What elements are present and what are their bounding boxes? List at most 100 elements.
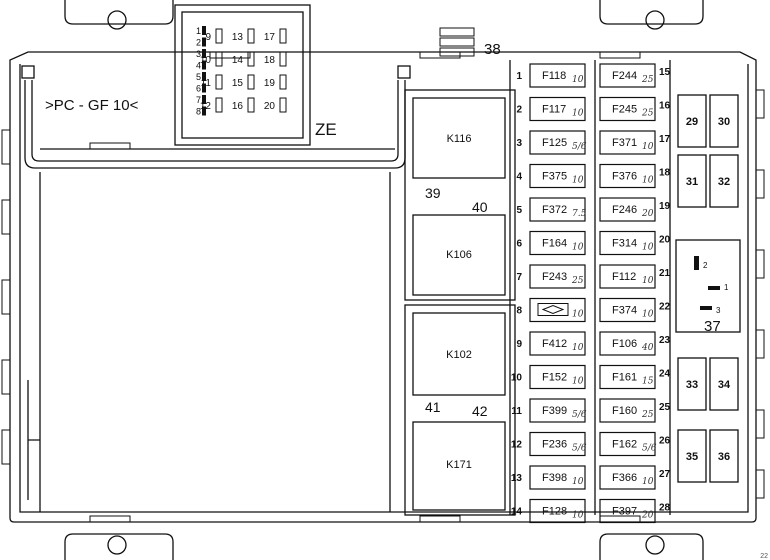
fuse-box-outline <box>9 51 757 523</box>
fuse-rating: 10 <box>572 176 584 186</box>
connector-pin <box>202 95 206 104</box>
item-38-slot <box>439 27 475 37</box>
fuse-id: F160 <box>612 405 637 417</box>
fuse-rating: 25 <box>641 410 654 420</box>
fuse-id: F412 <box>542 338 567 350</box>
relay-k116 <box>412 97 506 179</box>
fuse-id: F164 <box>542 238 567 250</box>
fuse-rating: 25 <box>641 109 654 119</box>
fuse-position: 18 <box>659 168 671 179</box>
fuse-position: 1 <box>516 71 522 82</box>
fuse-slot <box>599 398 656 423</box>
connector-pin <box>215 97 223 113</box>
fuse-position: 20 <box>659 235 671 246</box>
mini-fuse-element <box>541 304 565 315</box>
diode-pin <box>694 256 699 270</box>
connector-pin-label: 18 <box>264 55 276 66</box>
side-relay <box>709 94 739 148</box>
fuse-id: F125 <box>542 137 567 149</box>
fuse-slot <box>529 498 586 524</box>
mount-hole <box>645 10 665 30</box>
diode-pin-label: 2 <box>703 261 708 270</box>
fuse-position: 27 <box>659 469 671 480</box>
bracket <box>24 80 406 169</box>
top-left-mount-tab <box>64 0 174 25</box>
fuse-rating: 25 <box>641 75 654 85</box>
side-relay-label: 30 <box>718 116 730 128</box>
fuse-slot <box>599 197 656 222</box>
fuse-rating: 40 <box>641 343 654 353</box>
fuse-rating: 10 <box>572 243 584 253</box>
fuse-rating: 10 <box>572 343 584 353</box>
fuse-rating: 10 <box>642 477 654 487</box>
fuse-id: F112 <box>612 271 636 283</box>
fuse-id: F399 <box>542 405 567 417</box>
fuse-slot <box>529 63 586 88</box>
connector-pin <box>279 51 287 67</box>
fuse-slot <box>599 331 656 356</box>
fuse-slot <box>529 398 586 423</box>
fuse-id: F106 <box>612 338 637 350</box>
fuse-id: F128 <box>542 506 567 518</box>
fuse-slot <box>599 63 656 88</box>
connector-housing <box>174 4 311 146</box>
connector-pin <box>247 28 255 44</box>
fuse-id: F246 <box>612 204 637 216</box>
diode-pin-label: 1 <box>724 283 729 292</box>
fuse-rating: 10 <box>572 75 584 85</box>
fuse-id: F244 <box>612 70 637 82</box>
connector-pin <box>202 72 206 81</box>
connector-pin <box>202 106 206 116</box>
fuse-id: F118 <box>542 70 566 82</box>
fuse-slot <box>529 130 586 155</box>
fuse-position: 14 <box>511 507 523 518</box>
mount-hole <box>645 535 665 555</box>
left-label: >PC - GF 10< <box>45 97 139 114</box>
diode-pin <box>708 286 720 290</box>
connector-pin-label: 16 <box>232 101 244 112</box>
fuse-rating: 5/6 <box>572 444 587 454</box>
connector-pin <box>202 60 206 70</box>
fuse-id: F376 <box>612 171 637 183</box>
corner-mark: 22 <box>760 553 768 560</box>
connector-pin <box>247 97 255 113</box>
fuse-rating: 10 <box>572 477 584 487</box>
fuse-rating: 10 <box>642 243 654 253</box>
fuse-position: 19 <box>659 201 671 212</box>
fuse-position: 25 <box>659 402 671 413</box>
side-relay-label: 35 <box>686 451 698 463</box>
connector-pin <box>215 51 223 67</box>
diode-number: 37 <box>704 318 721 335</box>
fuse-slot <box>529 465 586 490</box>
fuse-id: F161 <box>612 372 637 384</box>
relay-k102 <box>412 312 506 396</box>
top-right-mount-tab <box>599 0 704 25</box>
fuse-id: F162 <box>612 439 637 451</box>
fuse-slot <box>529 331 586 356</box>
mount-hole <box>107 535 127 555</box>
connector-pin-label: 15 <box>232 78 244 89</box>
fuse-position: 4 <box>516 172 522 183</box>
fuse-slot <box>599 96 656 122</box>
connector-pin-label: 17 <box>264 32 276 43</box>
fuse-slot <box>599 130 656 155</box>
mount-hole <box>107 10 127 30</box>
fuse-position: 26 <box>659 436 671 447</box>
fuse-id: F398 <box>542 472 567 484</box>
relay-k106 <box>412 214 506 296</box>
fuse-id: F371 <box>612 137 637 149</box>
relay-label: K116 <box>447 133 472 145</box>
fuse-slot <box>599 465 656 490</box>
fuse-rating: 10 <box>572 377 584 387</box>
side-relay <box>677 154 707 208</box>
connector-pin-label: 19 <box>264 78 276 89</box>
fuse-slot <box>599 264 656 289</box>
fuse-rating: 10 <box>572 511 584 521</box>
side-relay <box>709 154 739 208</box>
fuse-id: F236 <box>542 439 567 451</box>
connector-pin-label: 7 <box>196 95 201 105</box>
fuse-id: F375 <box>542 171 567 183</box>
fuse-rating: 15 <box>642 377 654 387</box>
relay-number: 39 <box>425 185 441 201</box>
